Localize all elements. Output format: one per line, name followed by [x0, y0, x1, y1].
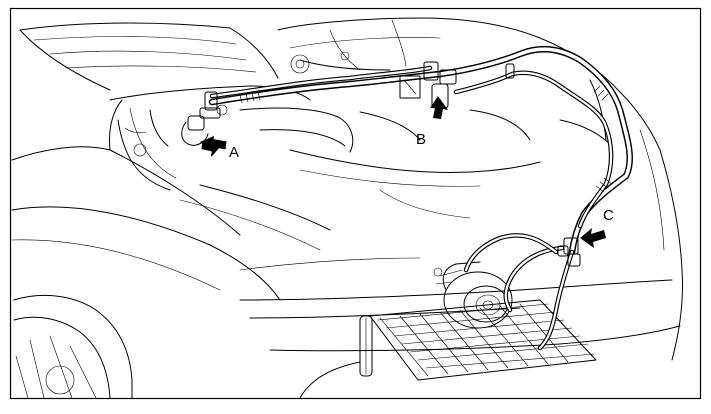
condenser [359, 299, 597, 381]
arrow-b [430, 96, 448, 119]
vehicle-body [11, 17, 683, 399]
callout-a: A [229, 144, 239, 161]
hose-fittings [181, 61, 581, 267]
diagram-border [9, 7, 702, 400]
callout-b: B [416, 131, 426, 148]
ac-compressor [433, 261, 513, 329]
callout-c: C [603, 207, 614, 224]
arrow-c [580, 228, 606, 248]
arrow-a [200, 136, 227, 157]
ac-hoses [208, 46, 634, 351]
